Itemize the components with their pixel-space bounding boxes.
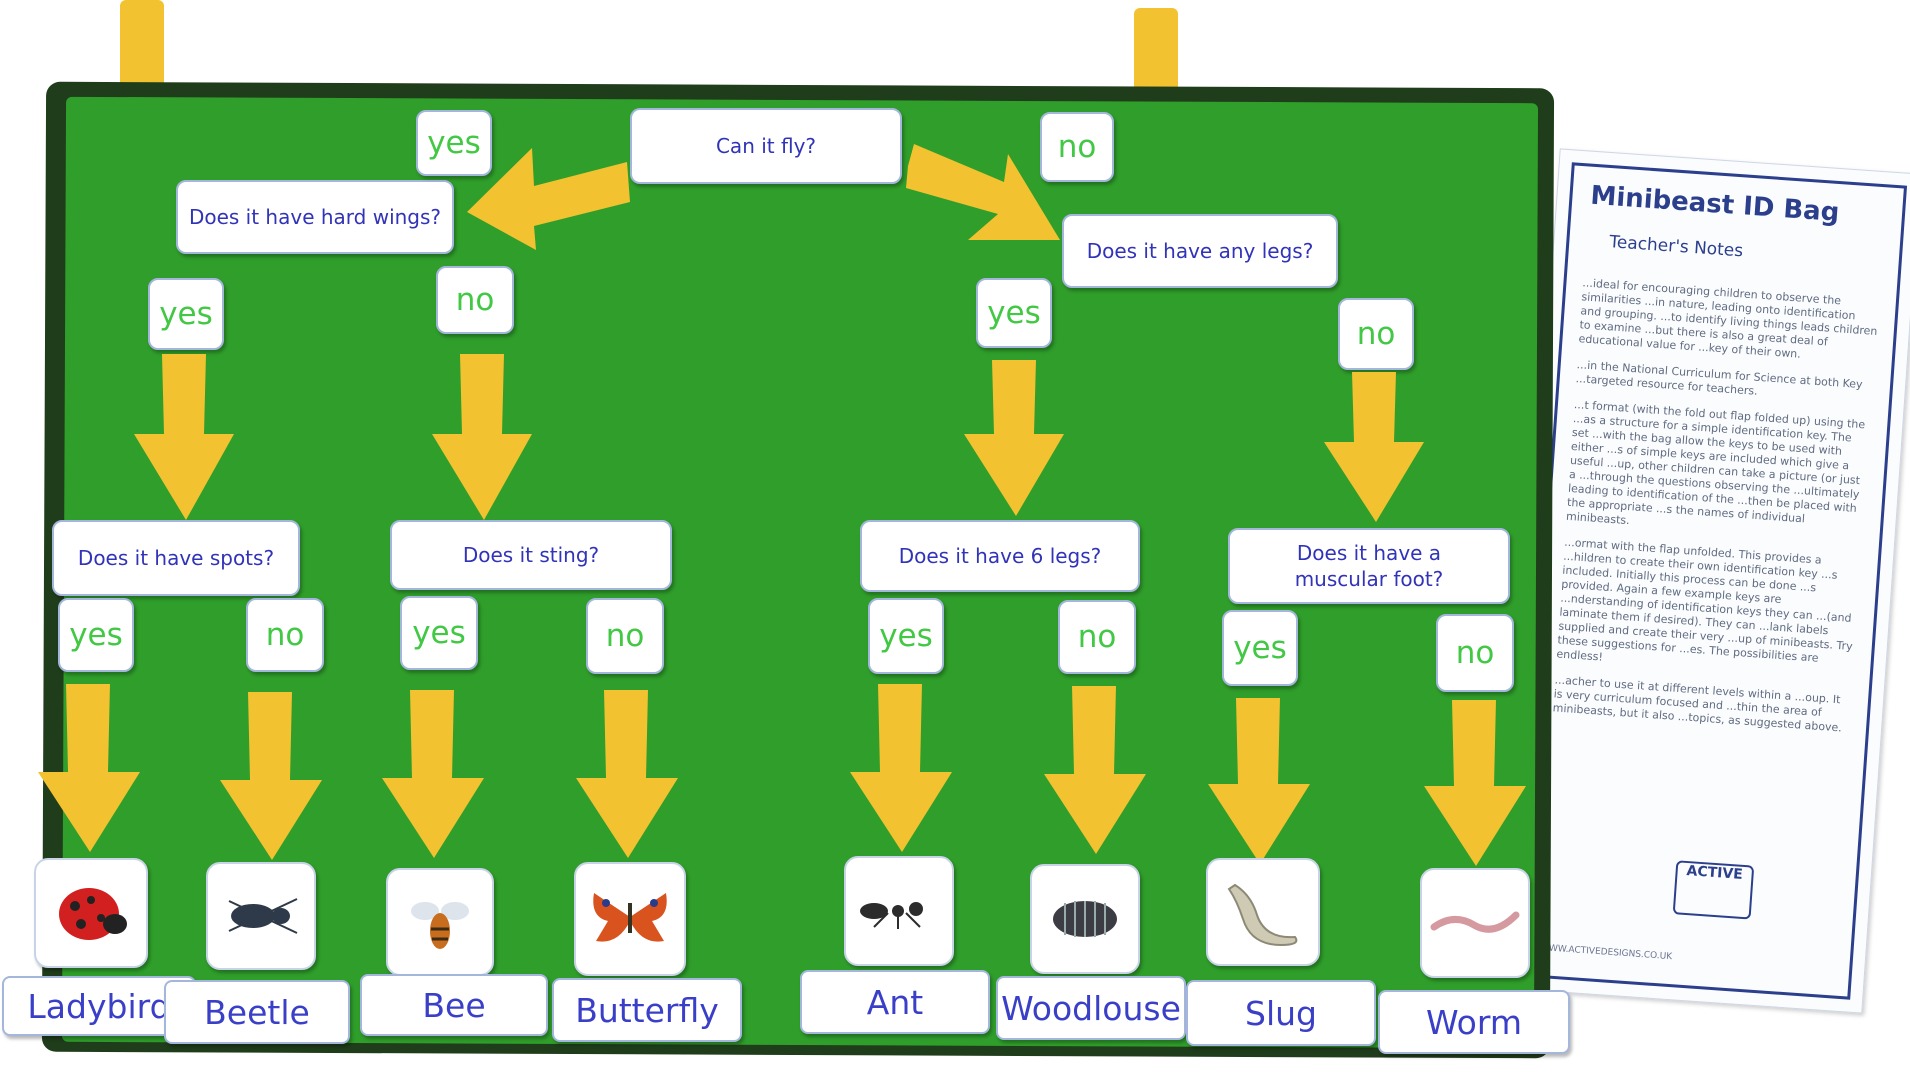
arrow-down-icon: [382, 690, 484, 858]
arrow-down-icon: [850, 684, 952, 852]
answer-no: no: [586, 598, 664, 674]
minibeast-label: Worm: [1378, 990, 1570, 1054]
arrow-down-icon: [576, 690, 678, 858]
question-can-it-fly: Can it fly?: [630, 108, 902, 184]
answer-no: no: [1436, 614, 1514, 692]
arrow-down-icon: [964, 360, 1064, 516]
beetle-picture: [206, 862, 316, 970]
answer-yes: yes: [148, 278, 224, 350]
answer-yes: yes: [976, 278, 1052, 348]
beetle-icon: [228, 898, 298, 934]
answer-no: no: [1338, 298, 1414, 370]
worm-icon: [1430, 911, 1520, 933]
arrow-down-icon: [134, 354, 234, 520]
notes-paragraph: ...t format (with the fold out flap fold…: [1565, 398, 1866, 528]
notes-title: Minibeast ID Bag: [1589, 180, 1841, 229]
hanging-tab-right: [1134, 8, 1178, 92]
arrow-down-icon: [1044, 686, 1146, 854]
arrow-left-icon: [467, 148, 630, 250]
arrow-down-icon: [432, 354, 532, 520]
butterfly-picture: [574, 862, 686, 976]
bee-icon: [411, 902, 469, 949]
notes-paragraph: ...ormat with the flap unfolded. This pr…: [1556, 535, 1854, 665]
notes-paragraph: ...ideal for encouraging children to obs…: [1578, 276, 1878, 361]
answer-yes: yes: [400, 596, 478, 670]
arrow-down-icon: [220, 692, 322, 860]
notes-body: ...ideal for encouraging children to obs…: [1551, 276, 1880, 748]
question-any-legs: Does it have any legs?: [1062, 214, 1338, 288]
notes-footer: WWW.ACTIVEDESIGNS.CO.UK: [1539, 942, 1673, 963]
slug-picture: [1206, 858, 1320, 966]
slug-icon: [1227, 883, 1298, 947]
answer-yes: yes: [868, 598, 944, 674]
notes-paragraph: ...acher to use it at different levels w…: [1552, 673, 1843, 735]
arrow-down-icon: [38, 684, 140, 852]
answer-no: no: [246, 598, 324, 672]
answer-yes: yes: [58, 598, 134, 672]
minibeast-label: Ant: [800, 970, 990, 1034]
worm-picture: [1420, 868, 1530, 978]
ant-icon: [860, 902, 923, 929]
woodlouse-picture: [1030, 864, 1140, 974]
notes-border: Minibeast ID Bag Teacher's Notes ...idea…: [1514, 162, 1908, 1000]
question-hard-wings: Does it have hard wings?: [176, 180, 454, 254]
arrow-down-icon: [1208, 698, 1310, 864]
arrow-down-icon: [1324, 372, 1424, 522]
minibeast-label: Beetle: [164, 980, 350, 1044]
question-spots: Does it have spots?: [52, 520, 300, 596]
minibeast-label: Butterfly: [552, 978, 742, 1042]
answer-no: no: [436, 266, 514, 334]
minibeast-label: Ladybird: [2, 976, 196, 1036]
minibeast-label: Woodlouse: [996, 976, 1186, 1040]
notes-paragraph: ...in the National Curriculum for Scienc…: [1575, 358, 1863, 398]
ant-picture: [844, 856, 954, 966]
ladybird-picture: [34, 858, 148, 968]
answer-no: no: [1058, 600, 1136, 674]
ladybird-icon: [59, 888, 127, 940]
question-muscular-foot: Does it have a muscular foot?: [1228, 528, 1510, 604]
answer-no: no: [1040, 112, 1114, 182]
minibeast-label: Slug: [1186, 980, 1376, 1046]
arrow-down-icon: [1424, 700, 1526, 866]
question-six-legs: Does it have 6 legs?: [860, 520, 1140, 592]
woodlouse-icon: [1053, 901, 1117, 937]
bee-picture: [386, 868, 494, 976]
hanging-tab-left: [120, 0, 164, 92]
arrow-right-icon: [906, 144, 1060, 240]
minibeast-label: Bee: [360, 974, 548, 1036]
notes-subtitle: Teacher's Notes: [1608, 232, 1744, 262]
answer-yes: yes: [416, 110, 492, 176]
butterfly-icon: [593, 893, 667, 942]
active-designs-logo: ACTIVE: [1672, 860, 1755, 920]
answer-yes: yes: [1222, 610, 1298, 686]
question-sting: Does it sting?: [390, 520, 672, 590]
teachers-notes-sheet: Minibeast ID Bag Teacher's Notes ...idea…: [1501, 148, 1910, 1014]
